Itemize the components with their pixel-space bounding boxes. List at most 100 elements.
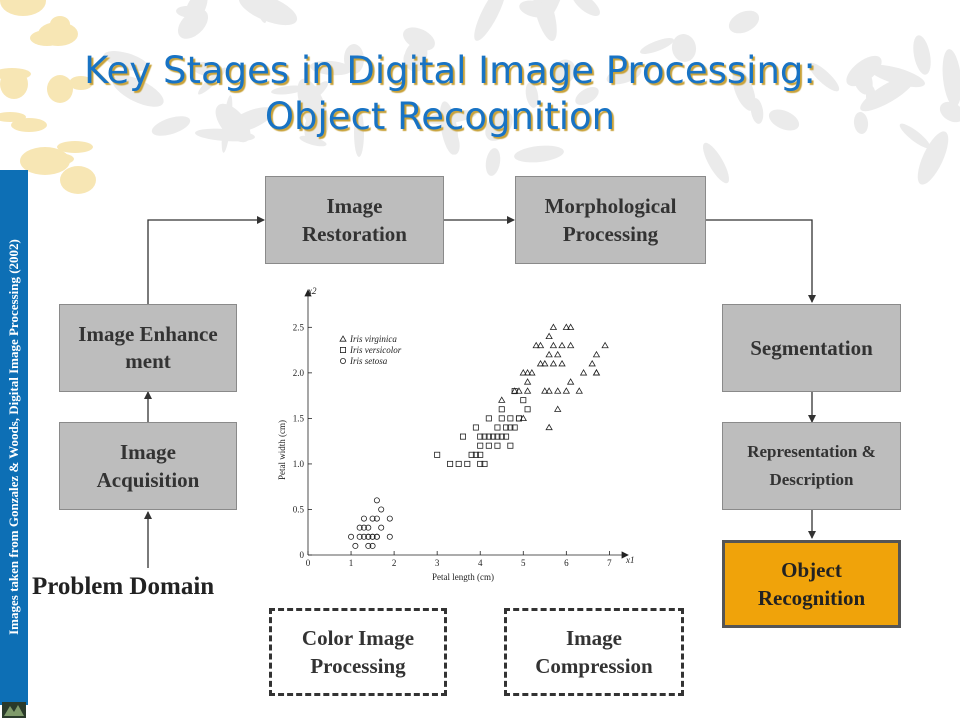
- representation-description-box: Representation & Description: [722, 422, 901, 510]
- y-axis-arrow: [304, 289, 312, 297]
- data-point-square: [477, 451, 484, 458]
- data-point-square: [434, 451, 441, 458]
- data-point-circle: [386, 515, 393, 522]
- background-swirl: [69, 76, 93, 90]
- data-point-circle: [352, 542, 359, 549]
- y-axis-name: x2: [307, 286, 317, 296]
- iris-scatter-plot: x2 x1 Petal length (cm) Petal width (cm)…: [277, 286, 635, 582]
- image-enhancement-box: Image Enhancement: [59, 304, 237, 392]
- y-tick-label: 0: [300, 550, 305, 560]
- data-point-square: [524, 406, 531, 413]
- problem-domain-label: Problem Domain: [32, 573, 215, 600]
- background-swirl: [57, 141, 93, 153]
- data-point-square: [503, 424, 510, 431]
- image-acquisition-box: Image Acquisition: [59, 422, 237, 510]
- data-point-triangle: [523, 387, 532, 394]
- background-swirl: [917, 131, 949, 185]
- background-swirl: [808, 62, 840, 92]
- data-point-circle: [360, 533, 367, 540]
- legend-marker-square: [340, 347, 347, 354]
- data-point-square: [520, 397, 527, 404]
- background-swirl: [20, 147, 70, 175]
- data-point-triangle: [562, 387, 571, 394]
- data-point-square: [485, 433, 492, 440]
- background-swirl: [572, 0, 600, 17]
- background-swirl: [404, 41, 428, 69]
- legend-label: Iris setosa: [349, 356, 388, 366]
- x-axis-label: Petal length (cm): [432, 572, 494, 582]
- data-point-square: [511, 388, 518, 395]
- data-point-square: [481, 433, 488, 440]
- legend-marker-triangle: [339, 335, 347, 342]
- data-point-triangle: [536, 359, 545, 367]
- background-swirl: [671, 34, 697, 62]
- data-point-square: [498, 433, 505, 440]
- background-swirl: [310, 60, 352, 76]
- background-swirl: [703, 142, 729, 184]
- data-point-circle: [369, 542, 376, 549]
- data-point-triangle: [592, 369, 601, 376]
- background-swirl: [525, 82, 539, 108]
- data-point-triangle: [558, 341, 566, 349]
- data-point-circle: [373, 515, 380, 522]
- y-tick-label: 0.5: [293, 504, 305, 514]
- data-point-circle: [386, 533, 393, 540]
- data-point-triangle: [575, 387, 583, 394]
- data-point-circle: [365, 542, 372, 549]
- data-point-triangle: [519, 369, 527, 376]
- background-swirl: [865, 85, 877, 109]
- data-point-triangle: [549, 359, 558, 367]
- background-swirl: [249, 0, 267, 23]
- background-swirl: [11, 118, 47, 132]
- data-point-triangle: [558, 359, 566, 367]
- background-swirl: [485, 148, 501, 176]
- data-point-square: [472, 451, 479, 458]
- background-swirl: [215, 103, 251, 143]
- x-tick-label: 3: [435, 558, 440, 568]
- data-point-triangle: [554, 350, 562, 358]
- legend-marker-triangle: [339, 335, 347, 342]
- data-point-circle: [356, 533, 363, 540]
- data-point-square: [468, 451, 475, 458]
- data-point-square: [515, 415, 522, 422]
- color-image-processing-box: Color Image Processing: [269, 608, 447, 696]
- background-swirl: [640, 38, 674, 54]
- image-restoration-box: Image Restoration: [265, 176, 444, 264]
- x-axis-arrow: [621, 551, 629, 559]
- data-point-square: [507, 442, 514, 449]
- x-tick-label: 7: [607, 558, 612, 568]
- data-point-square: [494, 442, 501, 449]
- data-point-circle: [369, 533, 376, 540]
- data-point-circle: [356, 524, 363, 531]
- data-point-square: [494, 424, 501, 431]
- x-tick-label: 2: [392, 558, 397, 568]
- background-swirl: [846, 55, 882, 87]
- morphological-processing-box: Morphological Processing: [515, 176, 706, 264]
- data-point-triangle: [545, 350, 553, 358]
- background-swirl: [942, 49, 960, 107]
- legend-marker-square: [340, 347, 347, 354]
- y-tick-label: 2.0: [293, 368, 305, 378]
- background-swirl: [354, 109, 364, 157]
- data-point-circle: [360, 524, 367, 531]
- connector-enhancement-restoration: [147, 216, 265, 304]
- object-recognition-box: Object Recognition: [722, 540, 901, 628]
- background-swirl: [60, 166, 96, 194]
- data-point-triangle: [532, 341, 540, 349]
- y-tick-label: 2.5: [293, 322, 305, 332]
- data-point-triangle: [566, 378, 575, 385]
- data-point-circle: [369, 515, 376, 522]
- background-swirl: [575, 87, 599, 105]
- background-swirl: [853, 112, 869, 134]
- data-point-circle: [378, 506, 385, 513]
- data-point-circle: [378, 524, 385, 531]
- legend-marker-circle: [340, 358, 347, 365]
- data-point-triangle: [545, 423, 553, 431]
- background-swirl: [514, 145, 564, 163]
- data-point-triangle: [510, 387, 519, 394]
- x-tick-label: 4: [478, 558, 483, 568]
- side-caption-bar: [0, 170, 28, 705]
- data-point-circle: [365, 533, 372, 540]
- background-swirl: [606, 65, 642, 85]
